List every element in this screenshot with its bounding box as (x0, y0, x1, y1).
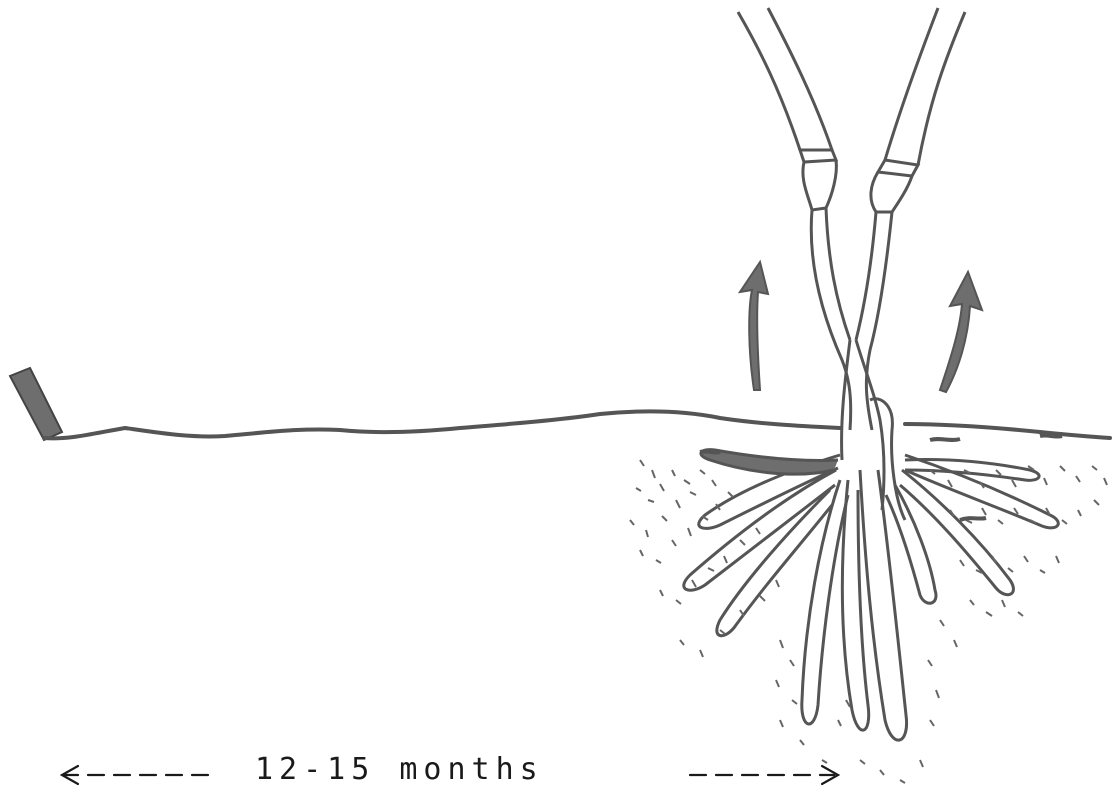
timeline-label: 12-15 months (255, 752, 544, 787)
cutting-stub (10, 368, 62, 440)
timeline-arrow (0, 738, 1118, 798)
soil-particles (630, 435, 1107, 783)
growth-arrow-left (740, 262, 768, 390)
stolon-runner (44, 411, 840, 438)
stolon-right-extension (905, 424, 1110, 438)
growth-arrow-right (940, 272, 982, 392)
root-cluster (684, 450, 1058, 741)
